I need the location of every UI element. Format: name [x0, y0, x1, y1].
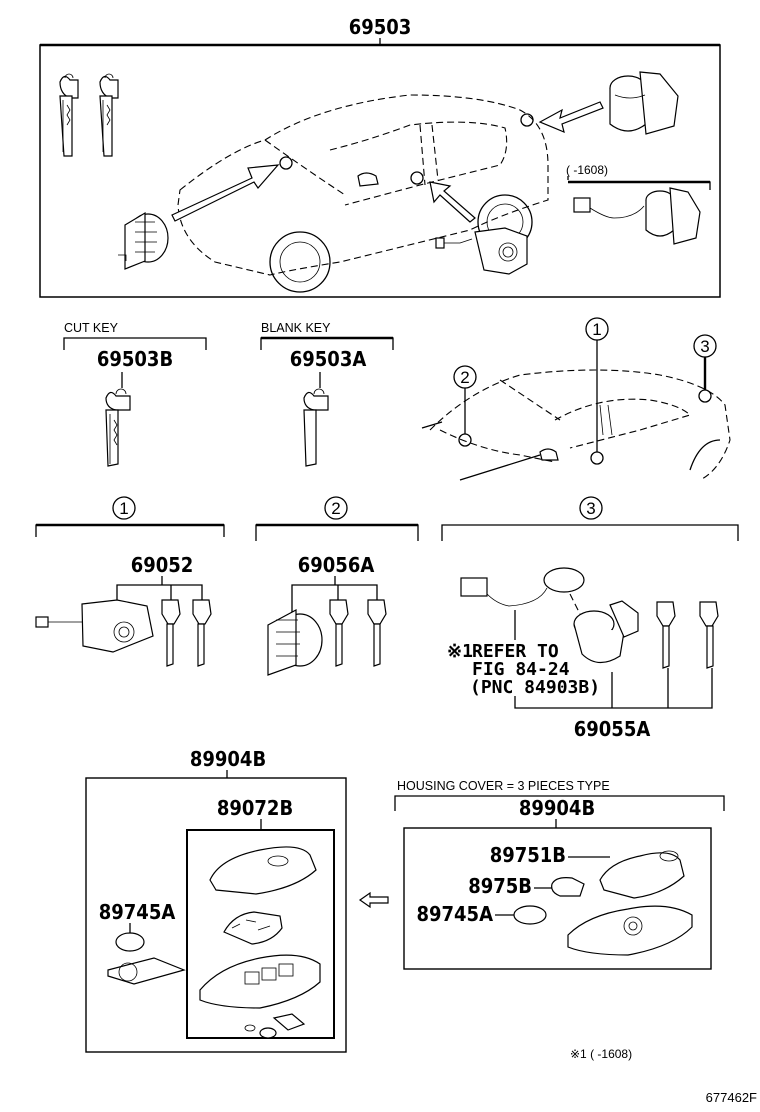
- battery-icon: [115, 932, 145, 952]
- group-marker-2[interactable]: 2: [324, 496, 348, 520]
- svg-text:1: 1: [592, 320, 601, 339]
- footnote: ※1 ( -1608): [570, 1047, 632, 1061]
- ignition-barrel-with-harness: [573, 187, 701, 245]
- figure-id: 677462F: [706, 1090, 757, 1105]
- transmitter-cover: [599, 850, 685, 899]
- part-number-89072B[interactable]: 89072B: [217, 796, 293, 820]
- key-fob-icon: [192, 599, 212, 667]
- key-icon: [99, 73, 119, 157]
- key-fob-icon: [699, 601, 719, 669]
- part-number-89745A-right[interactable]: 89745A: [416, 902, 493, 926]
- location-diagram: 1 2 3: [421, 317, 731, 481]
- location-marker-1[interactable]: 1: [585, 317, 609, 341]
- arrow-icon: [538, 101, 604, 134]
- cut-key-section: CUT KEY 69503B: [63, 321, 207, 467]
- date-note: ( -1608): [566, 163, 608, 177]
- svg-text:3: 3: [700, 337, 709, 356]
- part-number-89751B[interactable]: 89751B: [490, 843, 566, 867]
- part-number-69052[interactable]: 69052: [131, 553, 194, 577]
- transmitter-case: [567, 905, 693, 956]
- key-fob-icon: [161, 599, 181, 667]
- note-mark: ※1: [447, 641, 473, 662]
- seal-gasket: [551, 877, 585, 897]
- part-number-69503[interactable]: 69503: [349, 15, 412, 39]
- group-2: 2 69056A: [255, 496, 419, 676]
- arrow-icon: [429, 181, 476, 223]
- part-number-69503A[interactable]: 69503A: [290, 347, 367, 371]
- part-number-89745A-left[interactable]: 89745A: [99, 900, 176, 924]
- blank-key-section: BLANK KEY 69503A: [260, 321, 394, 467]
- group-marker-3[interactable]: 3: [579, 496, 603, 520]
- transmitter-cover: [209, 846, 317, 895]
- note-line-2: FIG 84-24: [472, 659, 570, 680]
- part-number-69503B[interactable]: 69503B: [97, 347, 173, 371]
- ignition-barrel: [609, 71, 679, 135]
- key-fob-icon: [367, 599, 387, 667]
- group-1: 1 69052: [35, 496, 225, 667]
- key-fob-icon: [656, 601, 676, 669]
- hollow-arrow-icon: [358, 891, 389, 909]
- battery-icon: [513, 905, 547, 925]
- key-icon: [105, 388, 131, 467]
- transmitter-right: HOUSING COVER = 3 PIECES TYPE 89904B 897…: [394, 779, 725, 970]
- arrow-icon: [171, 164, 280, 222]
- location-marker-3[interactable]: 3: [693, 334, 717, 358]
- transmitter-case: [199, 954, 321, 1009]
- ignition-lock-assembly: [35, 599, 154, 653]
- top-assembly: 69503: [39, 15, 721, 298]
- door-lock-cylinder: [118, 211, 169, 270]
- svg-text:2: 2: [460, 368, 469, 387]
- note-line-3: (PNC 84903B): [470, 677, 600, 698]
- part-number-8975B[interactable]: 8975B: [468, 874, 532, 898]
- ignition-lock-assembly: [435, 227, 528, 275]
- door-lock-cylinder: [267, 608, 323, 676]
- small-parts: [244, 1013, 306, 1039]
- note-line-1: REFER TO: [472, 641, 559, 662]
- harness-connector: [460, 567, 585, 615]
- transmitter-left: 89904B 89072B 89745A: [85, 747, 347, 1053]
- part-number-69055A[interactable]: 69055A: [574, 717, 651, 741]
- ignition-barrel: [573, 600, 639, 664]
- key-fob-icon: [329, 599, 349, 667]
- part-number-89904B-right[interactable]: 89904B: [519, 796, 595, 820]
- housing-cover-header: HOUSING COVER = 3 PIECES TYPE: [397, 779, 610, 793]
- location-marker-2[interactable]: 2: [453, 365, 477, 389]
- group-3: 3 ※1 REFER TO FIG 84-24 (PNC 84903B) 690…: [441, 496, 739, 741]
- key-icon: [303, 388, 329, 467]
- svg-text:1: 1: [119, 499, 128, 518]
- key-icon: [59, 73, 79, 157]
- part-number-89904B-left[interactable]: 89904B: [190, 747, 266, 771]
- blank-key-label: BLANK KEY: [261, 321, 331, 335]
- svg-text:2: 2: [331, 499, 340, 518]
- circuit-board: [223, 911, 283, 945]
- part-number-69056A[interactable]: 69056A: [298, 553, 375, 577]
- battery-holder: [107, 957, 186, 985]
- svg-text:3: 3: [586, 499, 595, 518]
- group-marker-1[interactable]: 1: [112, 496, 136, 520]
- cut-key-label: CUT KEY: [64, 321, 119, 335]
